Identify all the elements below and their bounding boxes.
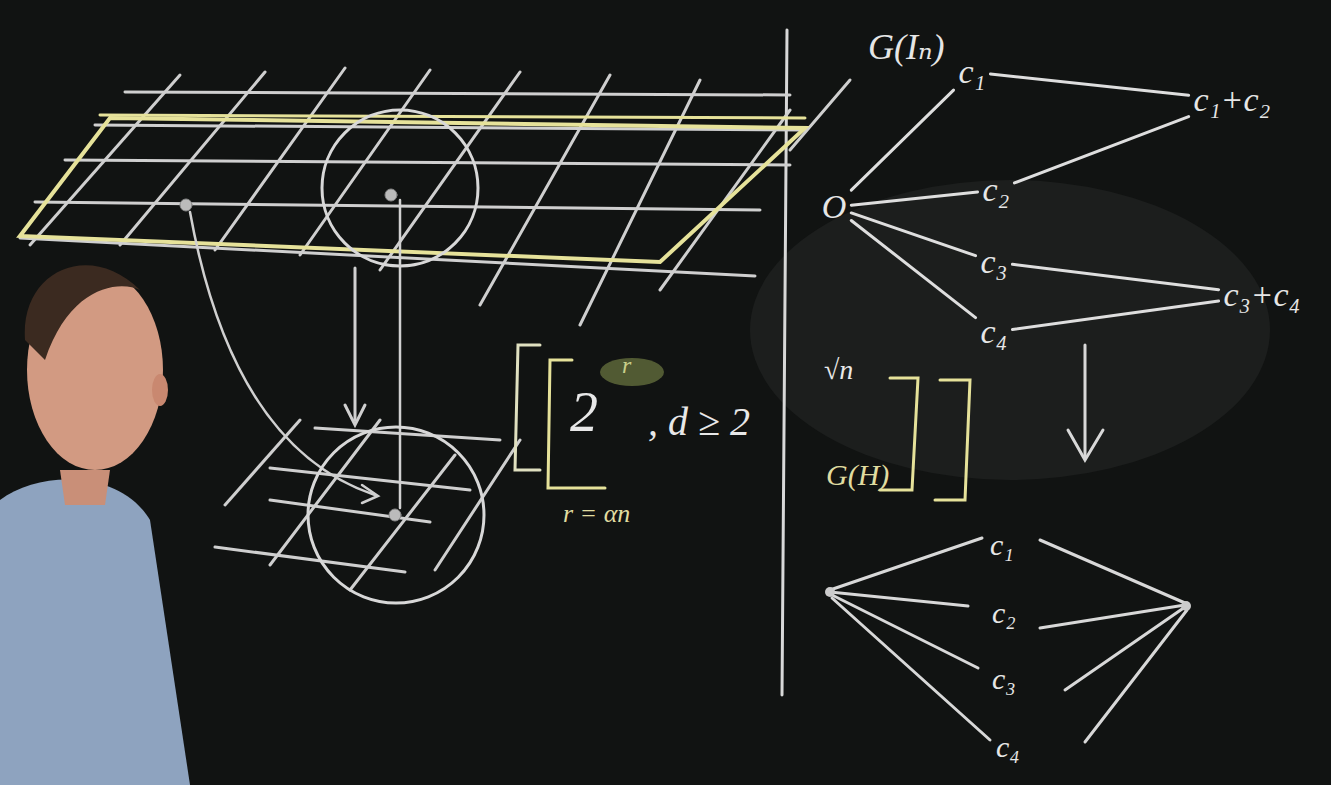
ball-circle [308,427,484,603]
transform-arrow [1084,345,1087,458]
tree-node: c₂ [978,169,1015,210]
tree-node: O [817,186,852,227]
bracket [548,360,605,488]
vertex-dot [825,587,835,597]
tree-edge [1014,117,1188,183]
vertex-dot [385,189,397,201]
node-label: c₁ [959,53,986,90]
vertex-dot [1181,601,1191,611]
tree-edge [851,220,975,317]
formula-subscript: G(H) [826,458,889,491]
node-label: O [822,188,847,225]
formula-term: , d ≥ 2 [648,400,750,444]
node-label: c₄ [981,313,1008,350]
tree-edge [851,90,953,190]
tree-edge [851,192,977,205]
bracket [935,380,970,500]
chalk-smudge [600,358,664,386]
tree-node: c₃+c₄ [1219,274,1306,315]
highlight-outline [20,118,805,262]
chalk-smear [750,180,1270,480]
formula-exponent: r [622,352,631,378]
graph-title: G(Iₙ) [868,28,945,68]
tree-node: c₄ [976,311,1013,352]
tree-edge [1012,301,1218,329]
node-label: c₂ [983,171,1010,208]
vertex-dot [180,199,192,211]
formula-exponent: √n [824,355,853,386]
vertex-label: c₁ [990,528,1014,561]
formula-note: r = αn [563,500,630,529]
tree-edge [990,74,1188,95]
grid-lines [20,68,850,325]
small-grid [215,420,520,590]
map-curve [190,212,375,495]
lecturer [0,265,190,785]
node-label: c₃+c₄ [1224,276,1301,313]
tree-node: c₁+c₂ [1189,79,1276,120]
vertex-label: c₄ [996,730,1020,763]
tree-edge [1012,264,1218,289]
node-label: c₃ [981,243,1008,280]
tree-node: c₃ [976,241,1013,282]
tree-node: c₁ [954,51,991,92]
vertex-dot [389,509,401,521]
bracket [515,345,540,470]
vertex-label: c₂ [992,596,1016,629]
formula-base: 2 [570,382,598,444]
graph-lines [830,538,1187,742]
node-label: c₁+c₂ [1194,81,1271,118]
map-arrow [354,268,357,420]
vertex-label: c₃ [992,662,1016,695]
